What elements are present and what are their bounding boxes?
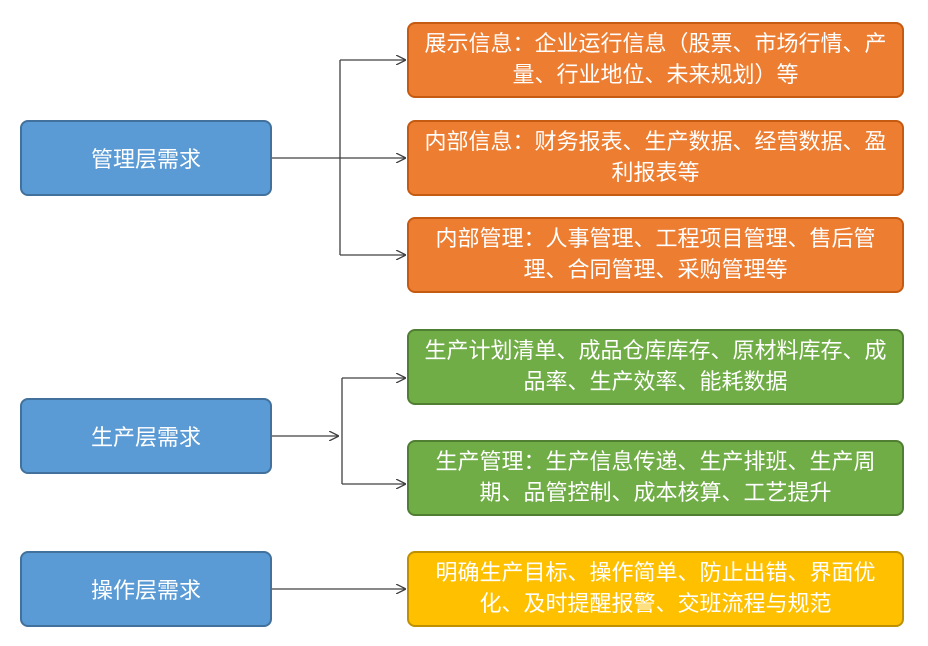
production-needs-box: 生产层需求 xyxy=(20,398,272,474)
display-info-box: 展示信息：企业运行信息（股票、市场行情、产量、行业地位、未来规划）等 xyxy=(407,22,904,98)
production-management-text: 生产管理：生产信息传递、生产排班、生产周期、品管控制、成本核算、工艺提升 xyxy=(435,450,876,506)
production-plan-text: 生产计划清单、成品仓库库存、原材料库存、成品率、生产效率、能耗数据 xyxy=(424,339,887,395)
operation-goals-box: 明确生产目标、操作简单、防止出错、界面优化、及时提醒报警、交班流程与规范 xyxy=(407,551,904,627)
management-needs-box: 管理层需求 xyxy=(20,120,272,196)
internal-info-text: 内部信息：财务报表、生产数据、经营数据、盈利报表等 xyxy=(424,130,887,186)
internal-management-box: 内部管理：人事管理、工程项目管理、售后管理、合同管理、采购管理等 xyxy=(407,217,904,293)
operation-goals-text: 明确生产目标、操作简单、防止出错、界面优化、及时提醒报警、交班流程与规范 xyxy=(435,561,876,617)
management-needs-label: 管理层需求 xyxy=(90,148,201,173)
display-info-text: 展示信息：企业运行信息（股票、市场行情、产量、行业地位、未来规划）等 xyxy=(424,32,887,88)
internal-info-box: 内部信息：财务报表、生产数据、经营数据、盈利报表等 xyxy=(407,120,904,196)
production-connector xyxy=(272,378,405,484)
operation-needs-label: 操作层需求 xyxy=(90,579,201,604)
management-connector xyxy=(272,60,405,255)
production-management-box: 生产管理：生产信息传递、生产排班、生产周期、品管控制、成本核算、工艺提升 xyxy=(407,440,904,516)
production-needs-label: 生产层需求 xyxy=(90,426,201,451)
production-plan-box: 生产计划清单、成品仓库库存、原材料库存、成品率、生产效率、能耗数据 xyxy=(407,329,904,405)
operation-needs-box: 操作层需求 xyxy=(20,551,272,627)
internal-management-text: 内部管理：人事管理、工程项目管理、售后管理、合同管理、采购管理等 xyxy=(435,227,876,283)
